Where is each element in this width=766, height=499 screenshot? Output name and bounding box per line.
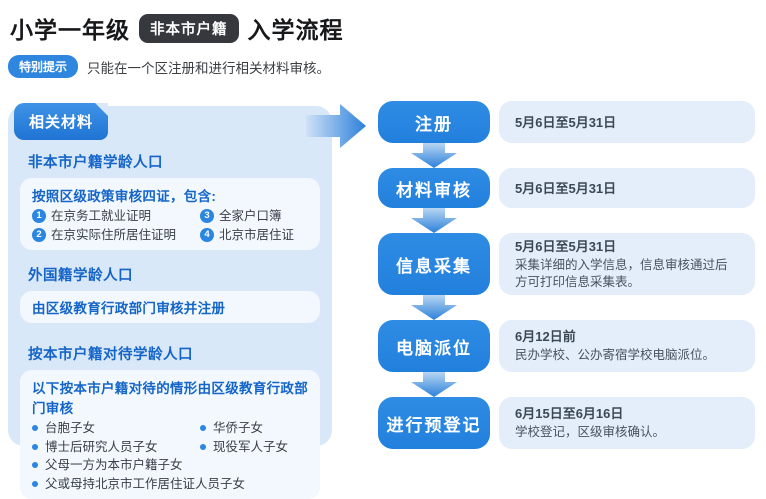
bullet-icon bbox=[32, 462, 38, 469]
household-type-badge: 非本市户籍 bbox=[139, 13, 239, 43]
step-info: 5月6日至5月31日 bbox=[499, 168, 755, 208]
step-date: 5月6日至5月31日 bbox=[515, 239, 617, 254]
special-notice: 特别提示 只能在一个区注册和进行相关材料审核。 bbox=[8, 55, 330, 78]
bullet-icon bbox=[32, 480, 38, 487]
list-item-label: 现役军人子女 bbox=[213, 439, 289, 454]
list-item-label: 华侨子女 bbox=[213, 421, 264, 435]
step-info: 6月15日至6月16日 学校登记，区级审核确认。 bbox=[499, 397, 755, 449]
section-heading-treated-as-local: 按本市户籍对待学龄人口 bbox=[28, 347, 193, 363]
certificate-label: 在京务工就业证明 bbox=[51, 209, 152, 223]
step-button: 进行预登记 bbox=[378, 397, 490, 449]
bullet-icon bbox=[32, 443, 38, 450]
treated-as-local-full-list: 父母一方为本市户籍子女 父或母持北京市工作居住证人员子女 bbox=[32, 457, 308, 492]
step-button: 信息采集 bbox=[378, 233, 490, 295]
step-button: 电脑派位 bbox=[378, 320, 490, 372]
foreign-box: 由区级教育行政部门审核并注册 bbox=[20, 291, 320, 323]
notice-badge: 特别提示 bbox=[8, 55, 79, 78]
step-date: 6月15日至6月16日 bbox=[515, 406, 624, 422]
foreign-box-text: 由区级教育行政部门审核并注册 bbox=[32, 301, 226, 316]
step-info: 6月12日前 民办学校、公办寄宿学校电脑派位。 bbox=[499, 320, 755, 372]
materials-panel: 相关材料 非本市户籍学龄人口 按照区级政策审核四证，包含: 1 在京务工就业证明… bbox=[8, 103, 332, 499]
notice-text: 只能在一个区注册和进行相关材料审核。 bbox=[87, 60, 331, 76]
step-date: 5月6日至5月31日 bbox=[515, 114, 617, 130]
arrow-down-icon bbox=[411, 372, 457, 397]
list-item-label: 父或母持北京市工作居住证人员子女 bbox=[45, 476, 246, 491]
step-info: 5月6日至5月31日 采集详细的入学信息，信息审核通过后方可打印信息采集表。 bbox=[499, 233, 755, 295]
list-item: 父母一方为本市户籍子女 bbox=[32, 457, 308, 474]
list-item: 父或母持北京市工作居住证人员子女 bbox=[32, 476, 308, 493]
certificate-label: 在京实际住所居住证明 bbox=[51, 227, 177, 242]
certificate-label: 全家户口簿 bbox=[219, 209, 282, 223]
step-button: 注册 bbox=[378, 101, 490, 143]
materials-panel-tag: 相关材料 bbox=[14, 103, 109, 140]
certificates-box-title: 按照区级政策审核四证，包含: bbox=[32, 189, 217, 204]
list-item-label: 父母一方为本市户籍子女 bbox=[45, 458, 183, 472]
list-item: 博士后研究人员子女 bbox=[32, 439, 200, 456]
number-badge: 1 bbox=[32, 209, 46, 224]
enrollment-flow: 注册 5月6日至5月31日 材料审核 5月6日至5月31日 信息采集 5月6日至… bbox=[378, 101, 755, 449]
bullet-icon bbox=[200, 425, 206, 432]
bullet-icon bbox=[32, 425, 38, 432]
number-badge: 4 bbox=[200, 227, 214, 242]
flow-step-register: 注册 5月6日至5月31日 bbox=[378, 101, 755, 143]
treated-as-local-title: 以下按本市户籍对待的情形由区级教育行政部门审核 bbox=[32, 381, 308, 416]
certificate-item: 4 北京市居住证 bbox=[200, 227, 308, 244]
nonlocal-certificates-box: 按照区级政策审核四证，包含: 1 在京务工就业证明 3 全家户口簿 2 在京实际… bbox=[20, 178, 320, 250]
certificates-grid: 1 在京务工就业证明 3 全家户口簿 2 在京实际住所居住证明 4 北京市居住证 bbox=[32, 208, 308, 243]
arrow-down-icon bbox=[411, 208, 457, 233]
list-item: 台胞子女 bbox=[32, 420, 200, 437]
certificate-item: 1 在京务工就业证明 bbox=[32, 208, 200, 225]
flow-step-computer-allocation: 电脑派位 6月12日前 民办学校、公办寄宿学校电脑派位。 bbox=[378, 320, 755, 372]
flow-step-info-collection: 信息采集 5月6日至5月31日 采集详细的入学信息，信息审核通过后方可打印信息采… bbox=[378, 233, 755, 295]
certificate-item: 3 全家户口簿 bbox=[200, 208, 308, 225]
arrow-down-icon bbox=[411, 143, 457, 168]
list-item: 华侨子女 bbox=[200, 420, 308, 437]
list-item-label: 博士后研究人员子女 bbox=[45, 439, 158, 454]
treated-as-local-box: 以下按本市户籍对待的情形由区级教育行政部门审核 台胞子女 华侨子女 博士后研究人… bbox=[20, 370, 320, 499]
number-badge: 3 bbox=[200, 209, 214, 224]
step-info: 5月6日至5月31日 bbox=[499, 101, 755, 143]
bullet-icon bbox=[200, 443, 206, 450]
page-title-suffix: 入学流程 bbox=[247, 17, 344, 43]
step-desc: 民办学校、公办寄宿学校电脑派位。 bbox=[515, 348, 716, 363]
treated-as-local-grid: 台胞子女 华侨子女 博士后研究人员子女 现役军人子女 bbox=[32, 420, 308, 455]
step-desc: 学校登记，区级审核确认。 bbox=[515, 425, 666, 440]
arrow-down-icon bbox=[411, 295, 457, 320]
step-date: 6月12日前 bbox=[515, 329, 576, 345]
page-title-prefix: 小学一年级 bbox=[10, 17, 130, 43]
section-heading-foreign: 外国籍学龄人口 bbox=[28, 268, 133, 284]
number-badge: 2 bbox=[32, 227, 46, 242]
step-desc: 采集详细的入学信息，信息审核通过后方可打印信息采集表。 bbox=[515, 258, 728, 289]
page-header: 小学一年级 非本市户籍 入学流程 bbox=[10, 11, 344, 45]
flow-step-pre-registration: 进行预登记 6月15日至6月16日 学校登记，区级审核确认。 bbox=[378, 397, 755, 449]
certificate-item: 2 在京实际住所居住证明 bbox=[32, 227, 200, 244]
step-button: 材料审核 bbox=[378, 168, 490, 208]
flow-step-material-review: 材料审核 5月6日至5月31日 bbox=[378, 168, 755, 208]
flow-right-arrow-icon bbox=[306, 104, 366, 148]
list-item-label: 台胞子女 bbox=[45, 421, 96, 435]
certificate-label: 北京市居住证 bbox=[219, 227, 295, 242]
step-date: 5月6日至5月31日 bbox=[515, 180, 617, 196]
section-heading-nonlocal: 非本市户籍学龄人口 bbox=[28, 155, 163, 171]
list-item: 现役军人子女 bbox=[200, 439, 308, 456]
